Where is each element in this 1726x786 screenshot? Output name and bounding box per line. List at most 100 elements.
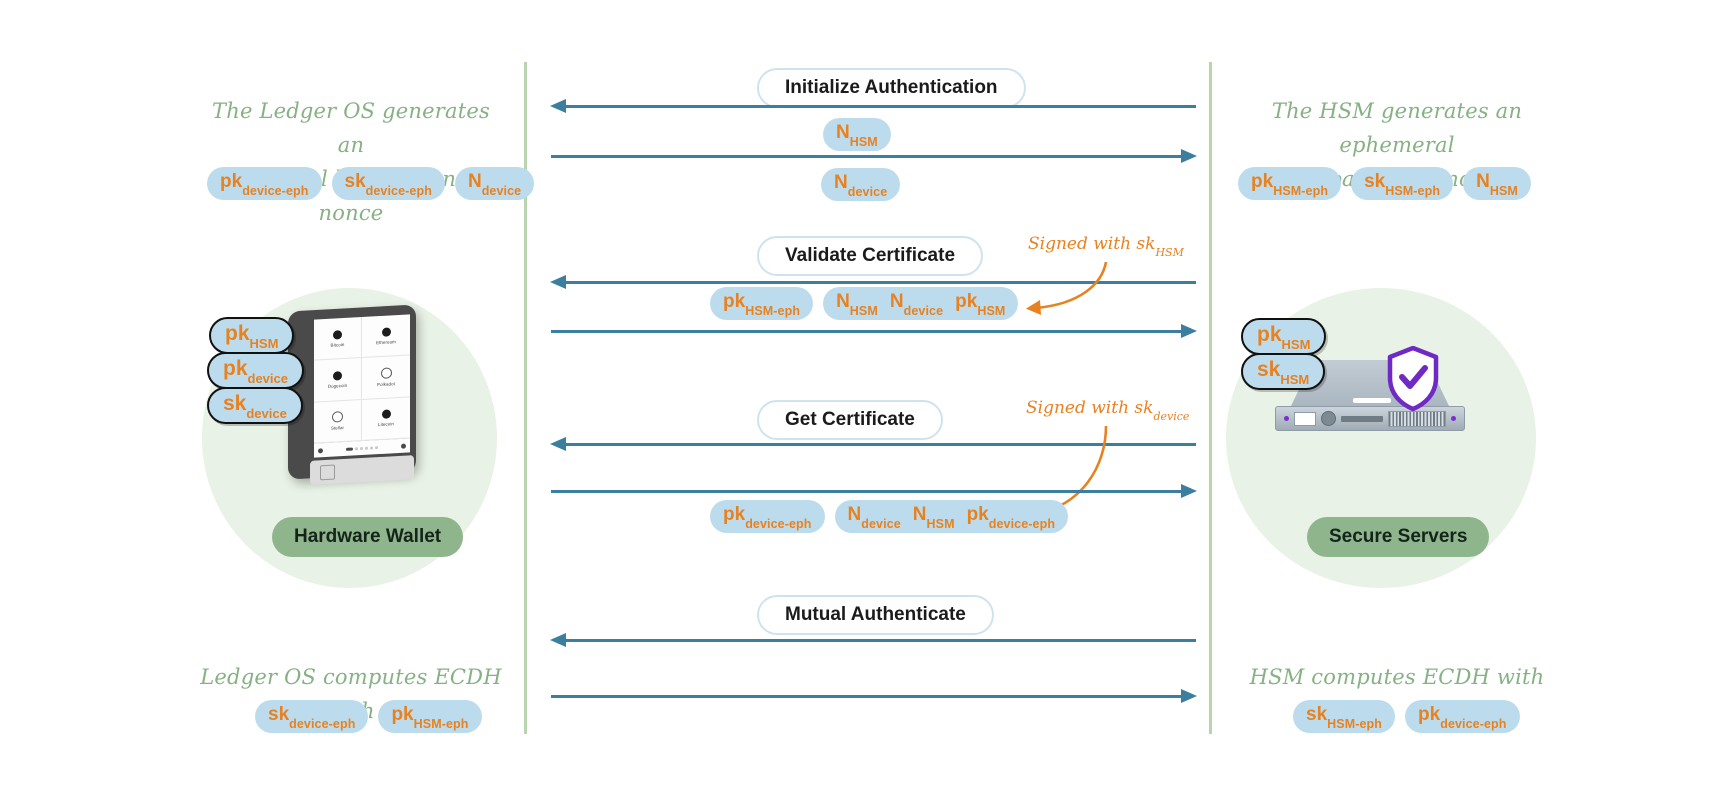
litecoin-icon	[381, 409, 391, 420]
arrowhead-right-icon	[1181, 324, 1197, 338]
arrowhead-right-icon	[1181, 689, 1197, 703]
arrowhead-right-icon	[1181, 149, 1197, 163]
step-pill-validate-certificate[interactable]: Validate Certificate	[757, 236, 984, 276]
wallet-app-cell: Litecoin	[362, 396, 410, 441]
arrow-shaft	[551, 490, 1182, 493]
arrowhead-left-icon	[550, 437, 566, 451]
stellar-icon	[332, 411, 343, 423]
arrow-get-cert-to-hsm	[551, 484, 1197, 498]
right-top-badges: pkHSM-eph skHSM-eph NHSM	[1233, 167, 1536, 201]
server-chassis	[1275, 406, 1465, 431]
lock-icon	[401, 443, 406, 449]
message-badges-get-cert: pkdevice-eph Ndevice NHSM pkdevice-eph	[705, 500, 1073, 534]
badge-cert-payload-hsm: NHSM Ndevice pkHSM	[823, 287, 1019, 321]
arrowhead-right-icon	[1181, 484, 1197, 498]
message-badges-n-hsm: NHSM	[818, 118, 896, 152]
left-bottom-caption: Ledger OS computes ECDH with	[200, 665, 502, 723]
ledger-logo-icon	[320, 464, 335, 480]
badge-sk-device-eph: skdevice-eph	[331, 167, 445, 201]
wallet-app-cell: Ethereum	[362, 314, 410, 359]
server-mount-right-icon	[1451, 416, 1456, 421]
wallet-badge-pk-hsm: pkHSM	[209, 317, 295, 355]
settings-icon	[318, 447, 323, 453]
left-bottom-badges: skdevice-eph pkHSM-eph	[250, 700, 487, 734]
badge-sk-device-eph-ecdh: skdevice-eph	[255, 700, 369, 734]
arrow-shaft	[551, 155, 1182, 158]
secure-servers-label: Secure Servers	[1307, 517, 1490, 557]
right-bottom-caption: HSM computes ECDH with	[1249, 665, 1545, 689]
server-power-icon	[1321, 411, 1336, 426]
wallet-app-label: Litecoin	[378, 421, 394, 428]
annotation-signed-with-sk-hsm: Signed with skHSM	[1028, 234, 1184, 260]
badge-cert-payload-device: Ndevice NHSM pkdevice-eph	[834, 500, 1069, 534]
arrow-shaft	[551, 695, 1182, 698]
annotation-signed-with-sk-device: Signed with skdevice	[1026, 398, 1190, 424]
arrow-n-device-to-hsm	[551, 149, 1197, 163]
lane-divider-left	[524, 62, 527, 734]
wallet-app-label: Stellar	[330, 425, 345, 432]
badge-pk-device-eph: pkdevice-eph	[207, 167, 322, 201]
badge-sk-hsm-eph-ecdh: skHSM-eph	[1293, 700, 1396, 734]
security-shield-icon	[1387, 346, 1439, 412]
arrow-mutual-auth-to-device	[550, 633, 1196, 647]
step-pill-get-certificate[interactable]: Get Certificate	[757, 400, 943, 440]
arrowhead-left-icon	[550, 99, 566, 113]
server-display-icon	[1294, 411, 1316, 426]
arrow-shaft	[565, 639, 1196, 642]
server-badge-pk-hsm: pkHSM	[1241, 318, 1327, 356]
arrowhead-left-icon	[550, 633, 566, 647]
right-bottom-badges: skHSM-eph pkdevice-eph	[1288, 700, 1525, 734]
server-top-stripe	[1353, 398, 1391, 403]
message-badges-validate-cert: pkHSM-eph NHSM Ndevice pkHSM	[705, 287, 1023, 321]
bitcoin-icon	[333, 329, 342, 340]
wallet-app-label: Bitcoin	[330, 341, 345, 348]
annotation-arrow-signed-hsm	[1026, 261, 1108, 315]
wallet-badge-pk-device: pkdevice	[207, 352, 304, 390]
arrow-shaft	[565, 105, 1196, 108]
arrow-initialize-auth-to-device	[550, 99, 1196, 113]
arrow-mutual-auth-to-hsm	[551, 689, 1197, 703]
arrow-get-cert-to-device	[550, 437, 1196, 451]
hardware-wallet-illustration: Bitcoin Ethereum Dogecoin Polkadot Stell…	[288, 304, 420, 488]
server-drive-bay	[1341, 415, 1383, 422]
arrow-shaft	[551, 330, 1182, 333]
left-top-caption: The Ledger OS generates an ephemeral key…	[212, 99, 490, 225]
dogecoin-icon	[333, 371, 342, 381]
badge-pk-hsm-eph: pkHSM-eph	[1238, 167, 1342, 201]
wallet-app-label: Polkadot	[377, 381, 395, 388]
page-indicator	[346, 445, 378, 451]
lane-divider-right	[1209, 62, 1212, 734]
badge-n-device: Ndevice	[454, 167, 535, 201]
wallet-app-cell: Bitcoin	[314, 317, 362, 362]
badge-pk-device-eph-msg: pkdevice-eph	[710, 500, 825, 534]
badge-n-device-msg: Ndevice	[821, 168, 901, 202]
hardware-wallet-label: Hardware Wallet	[272, 517, 464, 557]
badge-pk-device-eph-ecdh: pkdevice-eph	[1405, 700, 1520, 734]
server-badge-sk-hsm: skHSM	[1241, 353, 1326, 391]
left-top-badges: pkdevice-eph skdevice-eph Ndevice	[202, 167, 539, 201]
wallet-button-bar	[310, 455, 414, 485]
badge-n-hsm-msg: NHSM	[823, 118, 891, 152]
step-pill-initialize-authentication[interactable]: Initialize Authentication	[757, 68, 1026, 108]
message-badges-n-device: Ndevice	[816, 168, 905, 202]
ethereum-icon	[381, 327, 391, 337]
arrowhead-left-icon	[550, 275, 566, 289]
wallet-app-cell: Dogecoin	[314, 358, 362, 403]
arrow-validate-cert-to-hsm	[551, 324, 1197, 338]
step-pill-mutual-authenticate[interactable]: Mutual Authenticate	[757, 595, 994, 635]
badge-pk-hsm-eph-msg: pkHSM-eph	[710, 287, 814, 321]
badge-pk-hsm-eph-ecdh: pkHSM-eph	[378, 700, 482, 734]
wallet-badge-sk-device: skdevice	[207, 387, 303, 425]
server-mount-left-icon	[1284, 416, 1289, 421]
badge-sk-hsm-eph: skHSM-eph	[1351, 167, 1454, 201]
badge-n-hsm: NHSM	[1463, 167, 1531, 201]
wallet-app-label: Dogecoin	[327, 382, 348, 389]
arrow-validate-cert-to-device	[550, 275, 1196, 289]
wallet-app-cell: Polkadot	[362, 355, 410, 400]
wallet-screen: Bitcoin Ethereum Dogecoin Polkadot Stell…	[314, 314, 410, 444]
polkadot-icon	[380, 367, 392, 379]
wallet-app-label: Ethereum	[376, 338, 396, 345]
arrow-shaft	[565, 281, 1196, 284]
wallet-app-cell: Stellar	[314, 399, 362, 444]
